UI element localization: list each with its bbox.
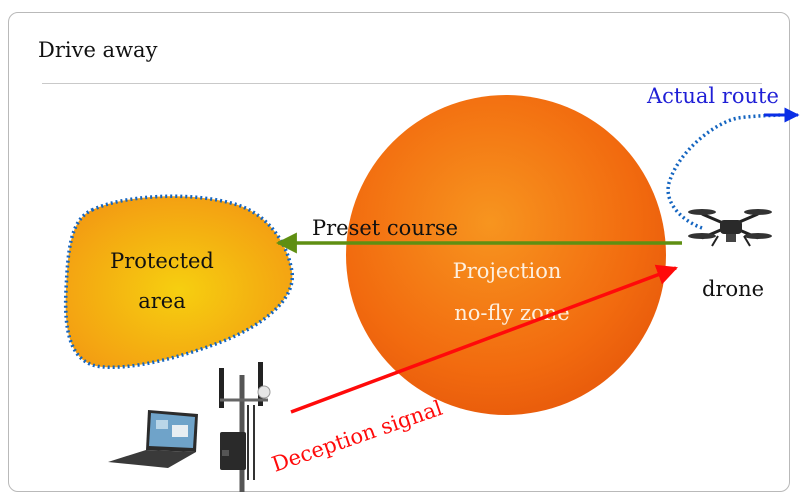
title-divider [42, 83, 762, 84]
page-title: Drive away [38, 38, 158, 62]
protected-area-label: Protected [110, 249, 214, 273]
protected-area-label-2: area [138, 289, 186, 313]
no-fly-zone-label: Projection [453, 259, 562, 283]
diagram-frame [8, 12, 790, 492]
protected-area [63, 194, 294, 370]
drone-icon [688, 209, 772, 247]
no-fly-zone-label-2: no-fly zone [454, 301, 569, 325]
actual-route-label: Actual route [646, 84, 779, 108]
drone-label: drone [702, 277, 764, 301]
laptop-icon [108, 410, 198, 468]
preset-course-label: Preset course [312, 216, 458, 240]
antenna-tower-icon [219, 362, 271, 492]
deception-signal-arrow [290, 264, 678, 414]
no-fly-zone [346, 95, 666, 415]
actual-route-path [666, 113, 781, 230]
deception-signal-label: Deception signal [269, 396, 446, 477]
